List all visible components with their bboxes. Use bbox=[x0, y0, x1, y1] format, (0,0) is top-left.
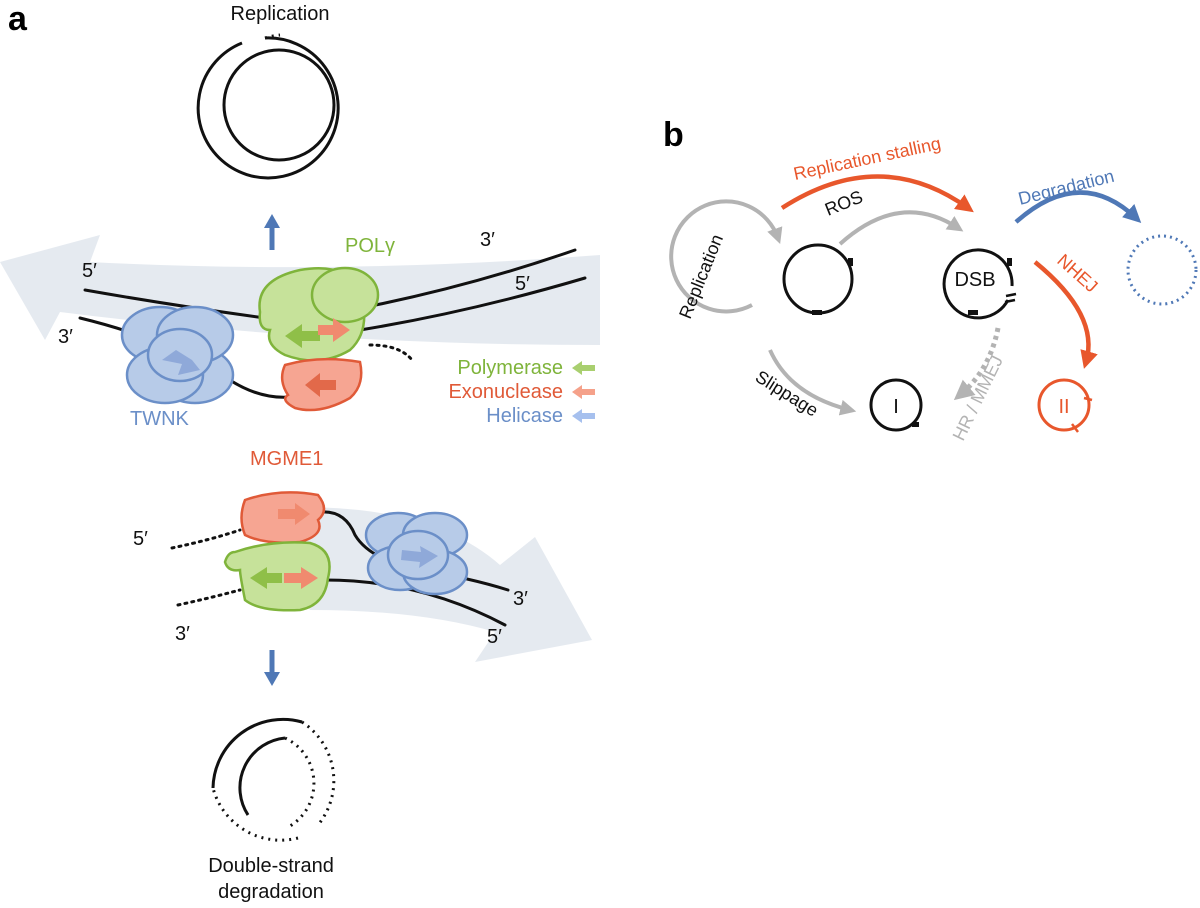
hr-mmej-label: HR / MMEJ bbox=[949, 352, 1007, 443]
polg-label-top: POLγ bbox=[345, 235, 395, 257]
replication-label-b: Replication bbox=[675, 231, 727, 321]
class-i-circle bbox=[869, 378, 923, 432]
mgme1-exonuclease-top bbox=[280, 357, 363, 412]
legend-exonuclease-arrow-icon bbox=[572, 385, 595, 399]
nhej-label: NHEJ bbox=[1053, 250, 1101, 296]
intact-mtdna-circle bbox=[782, 243, 854, 315]
panel-b: b Replication Replication stalling ROS D… bbox=[663, 116, 1198, 444]
legend-polymerase-arrow-icon bbox=[572, 361, 595, 375]
dna-dotted-bottom-upper bbox=[170, 528, 242, 550]
twnk-helicase-bottom bbox=[364, 511, 469, 596]
panel-a-letter: a bbox=[8, 0, 28, 38]
polg-polymerase-top bbox=[258, 266, 380, 362]
end-label-top-right-5: 5′ bbox=[515, 273, 530, 295]
mgme1-exonuclease-bottom bbox=[240, 491, 326, 544]
end-label-top-right-3: 3′ bbox=[480, 229, 495, 251]
end-label-bottom-right-3: 3′ bbox=[513, 588, 528, 610]
end-label-bottom-right-5: 5′ bbox=[487, 626, 502, 648]
degraded-dotted-circle bbox=[1126, 234, 1198, 306]
class-ii-circle bbox=[1037, 378, 1093, 433]
up-arrow-icon bbox=[264, 214, 280, 250]
polg-polymerase-bottom bbox=[223, 541, 331, 612]
twnk-helicase-top bbox=[120, 305, 235, 405]
legend-helicase-arrow-icon bbox=[572, 409, 595, 423]
panel-b-letter: b bbox=[663, 116, 684, 154]
legend-polymerase: Polymerase bbox=[457, 357, 563, 379]
replicated-mtdna-circle bbox=[196, 33, 340, 180]
degradation-arrow bbox=[1014, 190, 1142, 224]
ros-label: ROS bbox=[822, 187, 866, 220]
down-arrow-icon bbox=[264, 650, 280, 686]
end-label-bottom-left-5: 5′ bbox=[133, 528, 148, 550]
degraded-mtdna-circle bbox=[211, 717, 336, 842]
dsb-mtdna-circle bbox=[942, 248, 1017, 320]
replication-label: Replication bbox=[231, 3, 330, 25]
class-ii-label: II bbox=[1058, 396, 1069, 418]
hr-mmej-arrow bbox=[953, 327, 1001, 401]
replication-loop-arrow bbox=[669, 199, 783, 314]
dna-nascent-dotted-top bbox=[368, 343, 414, 362]
double-strand-label-line2: degradation bbox=[218, 881, 324, 903]
replication-stalling-arrow bbox=[780, 174, 974, 213]
end-label-bottom-left-3: 3′ bbox=[175, 623, 190, 645]
slippage-arrow bbox=[768, 349, 857, 416]
end-label-top-left-5: 5′ bbox=[82, 260, 97, 282]
dna-dotted-bottom-lower bbox=[176, 588, 242, 607]
degradation-label: Degradation bbox=[1016, 166, 1116, 209]
mgme1-arrow-icon bbox=[305, 373, 336, 397]
mgme1-label: MGME1 bbox=[250, 448, 323, 470]
exonuclease-arrow-icon bbox=[318, 318, 350, 342]
dsb-label: DSB bbox=[954, 269, 995, 291]
ros-arrow bbox=[838, 210, 964, 246]
panel-a: a Replication bbox=[0, 0, 600, 903]
legend-helicase: Helicase bbox=[486, 405, 563, 427]
polymerase-arrow-icon bbox=[285, 324, 320, 348]
class-i-label: I bbox=[893, 396, 899, 418]
double-strand-label-line1: Double-strand bbox=[208, 855, 334, 877]
nhej-arrow bbox=[1033, 260, 1098, 369]
legend: Polymerase Exonuclease Helicase bbox=[448, 357, 595, 427]
end-label-top-left-3: 3′ bbox=[58, 326, 73, 348]
twnk-label: TWNK bbox=[130, 408, 190, 430]
helicase-arrow-icon bbox=[162, 350, 200, 375]
legend-exonuclease: Exonuclease bbox=[448, 381, 563, 403]
